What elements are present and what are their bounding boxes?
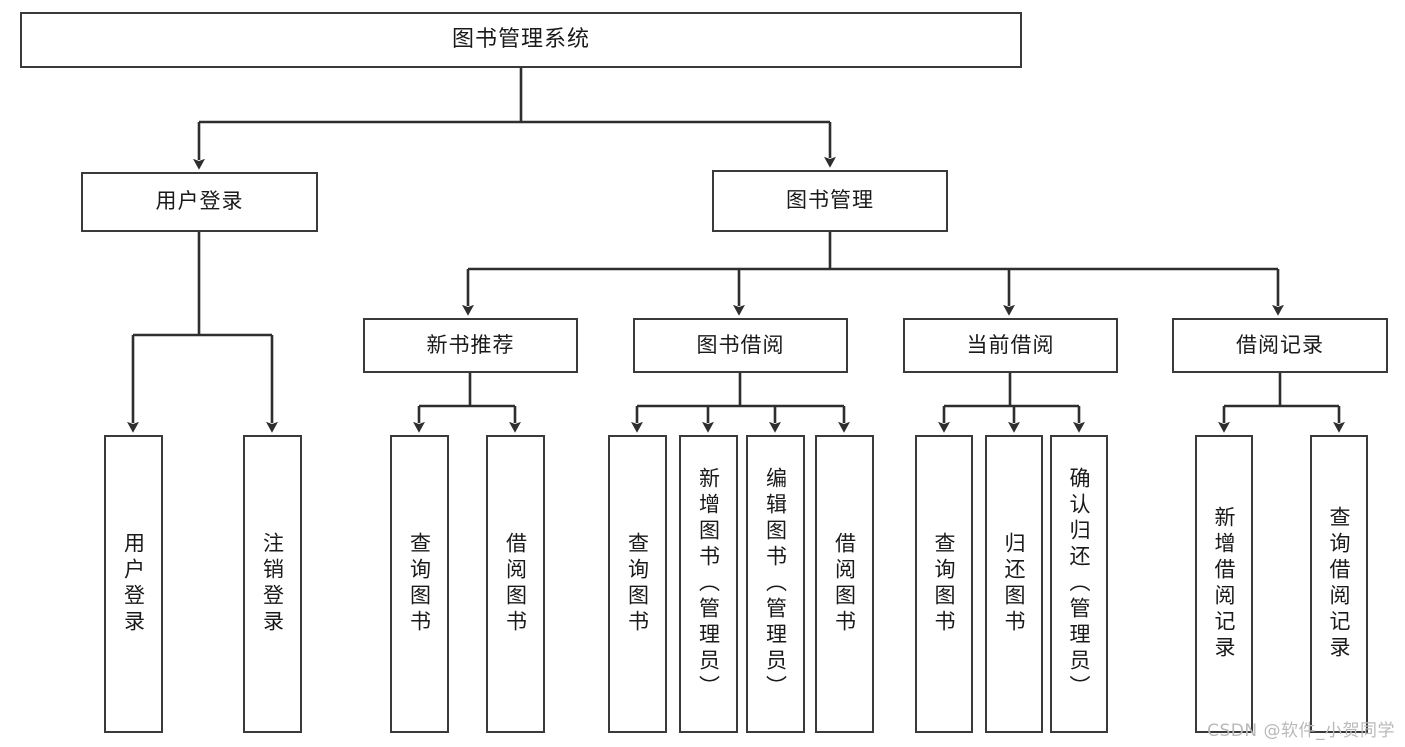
node-leaf-logout[interactable]: 注销登录 — [243, 435, 302, 733]
node-leaf-return-book[interactable]: 归还图书 — [985, 435, 1043, 733]
node-book-manage-label: 图书管理 — [786, 188, 874, 213]
node-leaf-logout-label: 注销登录 — [260, 532, 285, 636]
node-user-login-label: 用户登录 — [155, 189, 244, 214]
node-leaf-query-book-3-label: 查询图书 — [932, 532, 957, 636]
node-leaf-add-book[interactable]: 新增图书（管理员） — [679, 435, 738, 733]
node-leaf-query-record[interactable]: 查询借阅记录 — [1310, 435, 1368, 733]
node-leaf-borrow-book-1-label: 借阅图书 — [503, 532, 528, 636]
node-current-borrow[interactable]: 当前借阅 — [903, 318, 1118, 373]
node-borrow-record[interactable]: 借阅记录 — [1172, 318, 1388, 373]
node-leaf-user-login[interactable]: 用户登录 — [104, 435, 163, 733]
node-leaf-confirm-return-label: 确认归还（管理员） — [1067, 467, 1092, 701]
node-new-book-recommend[interactable]: 新书推荐 — [363, 318, 578, 373]
node-book-manage[interactable]: 图书管理 — [712, 170, 948, 232]
node-leaf-add-book-label: 新增图书（管理员） — [696, 467, 721, 701]
node-user-login[interactable]: 用户登录 — [81, 172, 318, 232]
node-current-borrow-label: 当前借阅 — [966, 332, 1055, 357]
node-leaf-borrow-book-1[interactable]: 借阅图书 — [486, 435, 545, 733]
node-leaf-return-book-label: 归还图书 — [1002, 532, 1027, 636]
watermark: CSDN @软件_小贺同学 — [1207, 721, 1395, 741]
node-root-label: 图书管理系统 — [451, 26, 590, 52]
node-leaf-borrow-book-2-label: 借阅图书 — [832, 532, 857, 636]
node-leaf-query-book-3[interactable]: 查询图书 — [915, 435, 973, 733]
node-leaf-add-record-label: 新增借阅记录 — [1212, 506, 1237, 662]
node-book-borrow[interactable]: 图书借阅 — [633, 318, 848, 373]
node-leaf-query-book-1-label: 查询图书 — [407, 532, 432, 636]
node-leaf-user-login-label: 用户登录 — [121, 532, 146, 636]
node-leaf-query-book-2[interactable]: 查询图书 — [608, 435, 667, 733]
node-leaf-edit-book[interactable]: 编辑图书（管理员） — [746, 435, 805, 733]
node-borrow-record-label: 借阅记录 — [1236, 332, 1324, 357]
node-leaf-query-book-2-label: 查询图书 — [625, 532, 650, 636]
node-leaf-edit-book-label: 编辑图书（管理员） — [763, 467, 788, 701]
node-leaf-query-book-1[interactable]: 查询图书 — [390, 435, 449, 733]
node-new-book-recommend-label: 新书推荐 — [426, 332, 515, 357]
node-leaf-borrow-book-2[interactable]: 借阅图书 — [815, 435, 874, 733]
node-leaf-add-record[interactable]: 新增借阅记录 — [1195, 435, 1253, 733]
node-leaf-confirm-return[interactable]: 确认归还（管理员） — [1050, 435, 1108, 733]
node-root[interactable]: 图书管理系统 — [20, 12, 1022, 68]
node-leaf-query-record-label: 查询借阅记录 — [1327, 506, 1352, 662]
node-book-borrow-label: 图书借阅 — [696, 332, 785, 357]
